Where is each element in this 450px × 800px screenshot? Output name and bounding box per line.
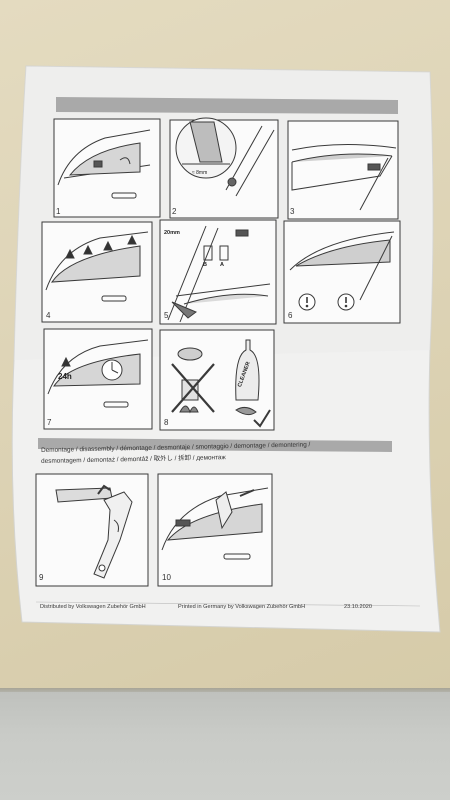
panel-8: [159, 329, 275, 431]
disassembly-bar: [38, 438, 392, 452]
panel-4: [41, 221, 153, 323]
header-bar: [56, 97, 398, 114]
panel-number: 3: [290, 207, 295, 216]
panel-1: [53, 118, 161, 218]
panel-3: [287, 120, 399, 220]
mark-b: B: [203, 262, 207, 268]
gap-label: ≈ 8mm: [192, 170, 208, 176]
mark-a: A: [220, 262, 224, 268]
sheet-drawing: [11, 65, 441, 633]
footer-date: 23.10.2020: [344, 604, 372, 610]
panel-number: 1: [56, 207, 61, 216]
footer-distributor: Distributed by Volkswagen Zubehör GmbH: [40, 604, 146, 610]
panel-number: 10: [162, 573, 171, 582]
floor-surface: [0, 692, 450, 800]
panel-6: [283, 220, 401, 324]
footer-printed: Printed in Germany by Volkswagen Zubehör…: [178, 604, 306, 610]
panel-10: [157, 473, 273, 587]
distance-label: 20mm: [164, 230, 180, 236]
panel-number: 2: [172, 207, 177, 216]
panel-number: 8: [164, 418, 169, 427]
panel-5: [159, 219, 277, 325]
panel-7: [43, 328, 153, 430]
panel-2: [169, 117, 279, 219]
panel-number: 9: [39, 573, 44, 582]
panel-number: 7: [47, 418, 52, 427]
instruction-sheet: 1 2 3 4 5 6 7 8 9 10 ≈ 8mm 20mm B A 24h …: [11, 65, 441, 633]
wait-time-label: 24h: [58, 372, 72, 381]
panel-number: 6: [288, 311, 293, 320]
panel-number: 5: [164, 311, 169, 320]
board-edge: [0, 688, 450, 694]
panel-9: [35, 473, 149, 587]
panel-number: 4: [46, 311, 51, 320]
